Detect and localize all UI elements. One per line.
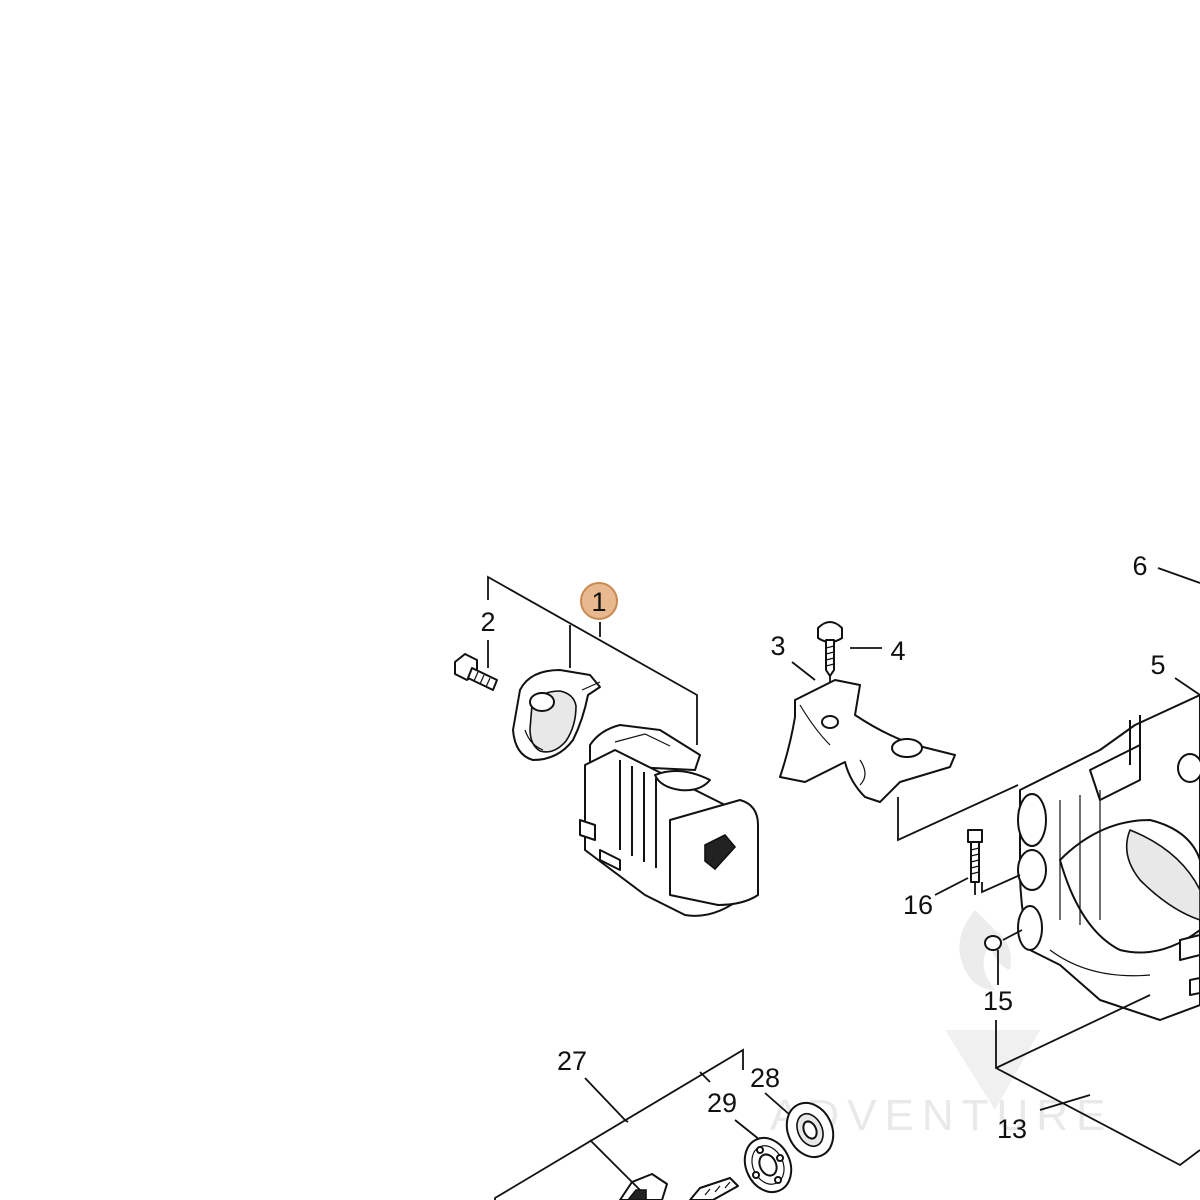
- callout-3[interactable]: 3: [770, 631, 785, 661]
- callout-28[interactable]: 28: [750, 1063, 780, 1093]
- callout-27[interactable]: 27: [557, 1046, 587, 1076]
- seal-part-28: [785, 1101, 835, 1159]
- o-ring-part-15: [984, 935, 1002, 951]
- callout-13[interactable]: 13: [997, 1114, 1027, 1144]
- bearing-part-29: [743, 1136, 793, 1194]
- callout-15[interactable]: 15: [983, 986, 1013, 1016]
- callout-29[interactable]: 29: [707, 1088, 737, 1118]
- callout-1-marker[interactable]: 1: [580, 582, 618, 620]
- callout-1: 1: [591, 587, 606, 617]
- callout-5[interactable]: 5: [1150, 650, 1165, 680]
- cylinder-part: [579, 724, 759, 917]
- bolt-part-2: [454, 653, 498, 691]
- bolt-part-16: [967, 829, 1021, 895]
- chain-guard-part-3: [779, 679, 956, 803]
- crankshaft-part-27: [589, 1119, 739, 1200]
- cylinder-cover-part: [512, 669, 601, 761]
- callout-4[interactable]: 4: [890, 636, 905, 666]
- callout-16[interactable]: 16: [903, 890, 933, 920]
- callout-2[interactable]: 2: [480, 607, 495, 637]
- callout-6[interactable]: 6: [1132, 551, 1147, 581]
- crankcase-housing-part: [1017, 694, 1200, 1021]
- part-1-bracket: [487, 575, 698, 745]
